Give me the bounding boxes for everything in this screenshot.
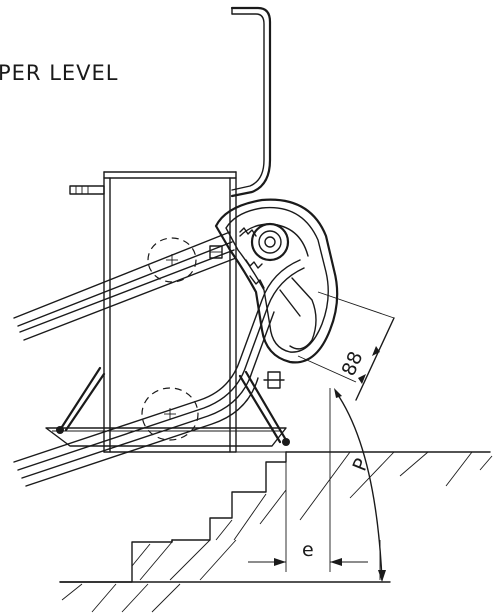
angle-P: P [334,388,386,582]
dimension-88-label: 88 [338,348,368,379]
dimension-88: 88 [297,291,395,401]
column-handle [69,185,105,195]
pivot-center-lower [141,387,199,441]
angle-P-label: P [349,455,374,474]
reference-lines [285,388,381,580]
dimension-e: e [248,539,368,566]
ground-and-stairs [59,451,493,613]
dimension-e-label: e [302,539,314,561]
upper-rail [13,231,237,341]
lower-rail [13,259,305,487]
handrail [230,6,272,198]
level-label: PER LEVEL [0,61,119,85]
base-plate [45,427,287,447]
drive-carriage [209,198,339,389]
pivot-center-upper [147,237,197,283]
support-struts [56,366,290,446]
